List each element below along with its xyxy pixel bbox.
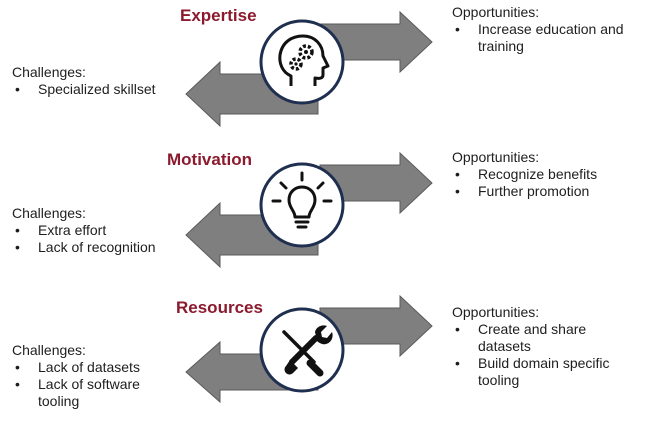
list-item: Create and share datasets (452, 321, 606, 355)
list-item: Lack of datasets (12, 359, 156, 376)
row-resources: Resources Challenges: Lack of datasets L… (0, 286, 648, 426)
opportunities-label: Opportunities: (452, 304, 540, 320)
row-title: Resources (176, 298, 263, 317)
list-item: Extra effort (12, 222, 156, 239)
opportunities-block: Opportunities: Recognize benefits Furthe… (452, 149, 642, 200)
row-title: Expertise (180, 6, 257, 25)
challenges-list: Lack of datasets Lack of software toolin… (12, 359, 156, 410)
head-gears-icon (259, 19, 345, 105)
list-item: Recognize benefits (452, 166, 642, 183)
challenges-list: Specialized skillset (12, 81, 156, 98)
wrench-screwdriver-icon (259, 307, 345, 393)
row-title: Motivation (167, 150, 252, 169)
challenges-label: Challenges: (12, 342, 86, 358)
list-item: Lack of software tooling (12, 376, 156, 410)
row-expertise: Expertise Challenges: Specialized skills… (0, 0, 648, 140)
row-motivation: Motivation Challenges: Extra effort Lack… (0, 143, 648, 283)
list-item: Further promotion (452, 183, 642, 200)
challenges-list: Extra effort Lack of recognition (12, 222, 156, 256)
opportunities-list: Increase education and training (452, 21, 642, 55)
opportunities-list: Create and share datasets Build domain s… (452, 321, 642, 389)
list-item: Lack of recognition (12, 239, 156, 256)
opportunities-list: Recognize benefits Further promotion (452, 166, 642, 200)
list-item: Increase education and training (452, 21, 638, 55)
challenges-block: Challenges: Specialized skillset (12, 64, 156, 98)
challenges-label: Challenges: (12, 64, 86, 80)
list-item: Specialized skillset (12, 81, 156, 98)
challenges-block: Challenges: Extra effort Lack of recogni… (12, 205, 156, 256)
opportunities-label: Opportunities: (452, 4, 540, 20)
lightbulb-icon (259, 162, 345, 248)
opportunities-label: Opportunities: (452, 149, 540, 165)
list-item: Build domain specific tooling (452, 355, 628, 389)
opportunities-block: Opportunities: Increase education and tr… (452, 4, 642, 55)
challenges-label: Challenges: (12, 205, 86, 221)
challenges-block: Challenges: Lack of datasets Lack of sof… (12, 342, 156, 410)
opportunities-block: Opportunities: Create and share datasets… (452, 304, 642, 389)
